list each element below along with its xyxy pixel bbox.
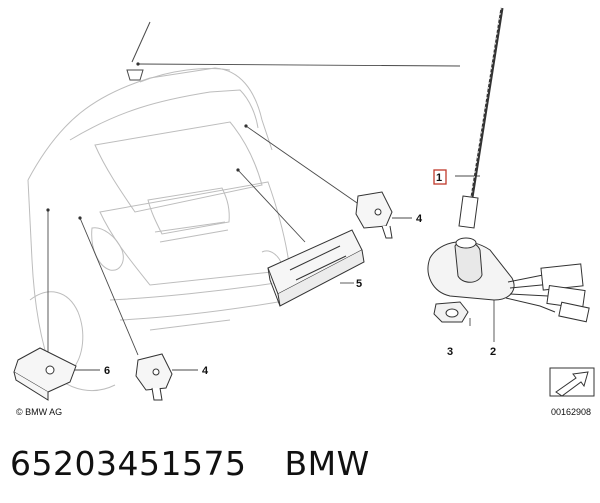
callout-2: 2 — [490, 346, 496, 358]
antenna-rod — [458, 7, 504, 229]
callout-5: 5 — [356, 278, 362, 290]
callout-1-box — [433, 169, 447, 185]
callout-1: 1 — [436, 172, 442, 184]
car-rear-outline — [27, 67, 296, 392]
parts-diagram: 1 2 3 4 4 5 6 © BMW AG 00162908 — [13, 7, 595, 417]
gasket — [433, 301, 469, 323]
caption: 65203451575 BMW — [10, 438, 370, 488]
copyright-label: © BMW AG — [16, 407, 62, 417]
leader-lines — [47, 63, 495, 371]
amplifier-lower — [135, 353, 173, 401]
antenna-base — [427, 237, 590, 323]
callout-4-upper: 4 — [416, 213, 423, 225]
drawing-number: 00162908 — [551, 407, 591, 417]
callout-3: 3 — [447, 346, 453, 358]
leader-dots — [46, 62, 248, 220]
tuner-module — [267, 229, 365, 307]
roof-antenna-stub — [126, 21, 151, 81]
arrow-icon — [549, 367, 595, 397]
callout-4-lower: 4 — [202, 365, 209, 377]
part-number: 65203451575 — [10, 443, 247, 483]
brand-name: BMW — [284, 443, 370, 483]
control-unit — [13, 347, 77, 401]
callout-6: 6 — [104, 365, 110, 377]
amplifier-upper — [355, 191, 393, 239]
